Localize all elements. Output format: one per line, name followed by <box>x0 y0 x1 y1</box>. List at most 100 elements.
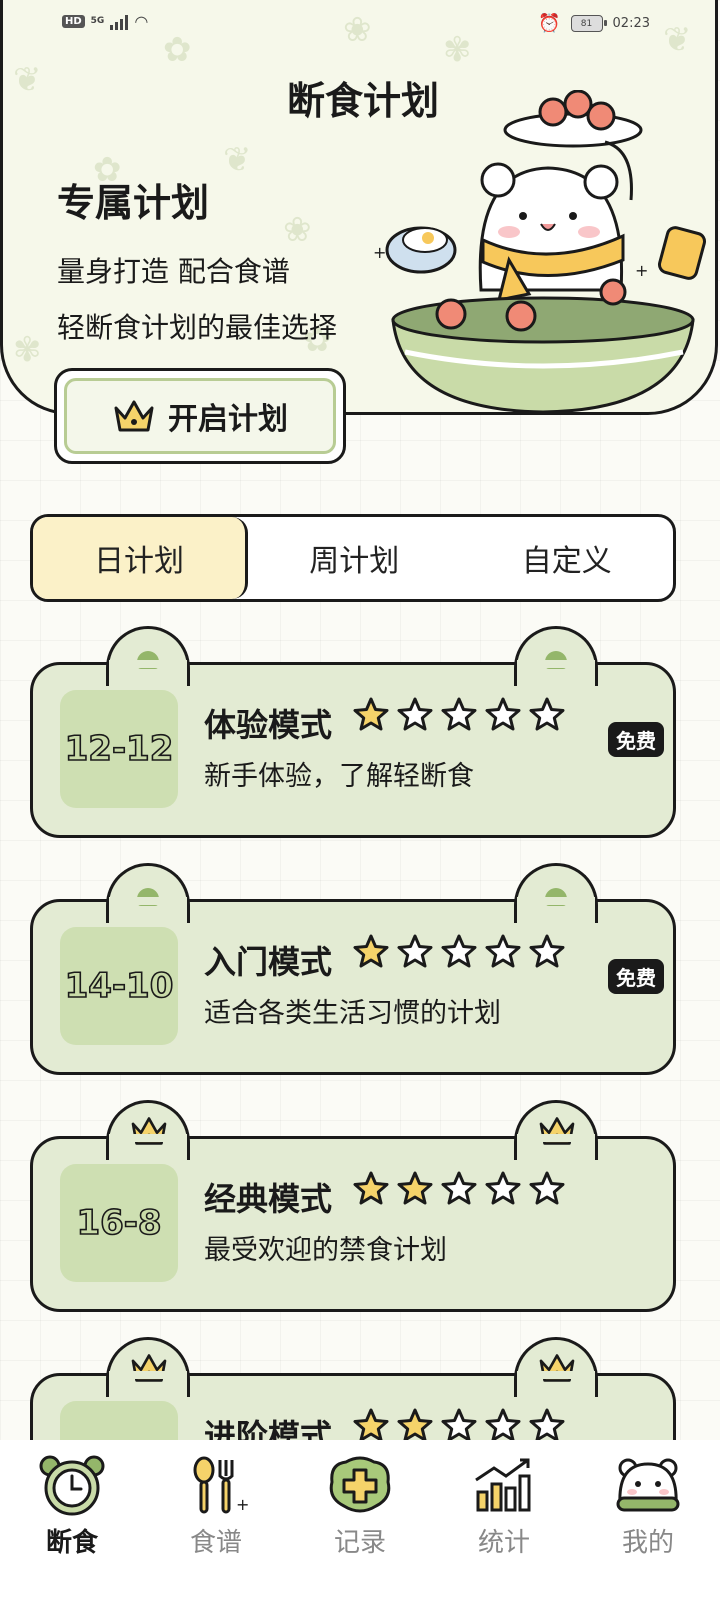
page-title: 断食计划 <box>286 78 439 123</box>
star-filled-icon <box>352 1407 390 1447</box>
nav-item-records[interactable]: 记录 <box>288 1440 432 1600</box>
svg-text:+: + <box>635 261 648 280</box>
doodle-icon: ❀ <box>343 10 372 50</box>
star-filled-icon <box>396 1170 434 1210</box>
bar-chart-icon <box>475 1458 531 1512</box>
doodle-icon: ❦ <box>223 140 252 180</box>
wifi-icon: ◠ <box>134 12 149 31</box>
star-empty-icon <box>528 696 566 736</box>
plan-ratio: 12-12 <box>60 690 178 808</box>
tab-daily-plan[interactable]: 日计划 <box>33 517 248 599</box>
card-tab-bump <box>106 626 190 686</box>
plan-ratio: 16-8 <box>60 1164 178 1282</box>
card-tab-bump <box>106 1337 190 1397</box>
free-badge: 免费 <box>608 722 664 757</box>
plan-card-classic[interactable]: 16-8 经典模式 最受欢迎的禁食计划 <box>30 1100 676 1312</box>
card-tab-bump <box>514 626 598 686</box>
plan-desc: 适合各类生活习惯的计划 <box>204 998 501 1029</box>
bear-bowl-illustration: + + <box>373 90 707 412</box>
card-tab-bump <box>106 863 190 923</box>
star-filled-icon <box>352 696 390 736</box>
bear-avatar-icon <box>616 1458 680 1512</box>
difficulty-stars <box>352 696 566 736</box>
nav-label: 记录 <box>333 1528 386 1558</box>
doodle-icon: ✾ <box>443 30 472 70</box>
plan-type-tabs: 日计划 周计划 自定义 <box>30 514 676 602</box>
utensils-icon: + <box>193 1456 249 1514</box>
plan-card-experience[interactable]: 12-12 体验模式 新手体验，了解轻断食 免费 <box>30 626 676 838</box>
star-empty-icon <box>484 933 522 973</box>
plan-desc: 最受欢迎的禁食计划 <box>204 1235 447 1266</box>
plus-cross-icon <box>329 1456 391 1513</box>
doodle-icon: ✿ <box>303 320 332 360</box>
doodle-icon: ❀ <box>283 210 312 250</box>
plan-name: 经典模式 <box>204 1180 333 1218</box>
hd-badge: HD <box>62 15 85 28</box>
star-empty-icon <box>484 1407 522 1447</box>
doodle-icon: ✿ <box>93 150 122 190</box>
star-empty-icon <box>528 933 566 973</box>
crown-icon <box>129 1352 169 1388</box>
doodle-icon: ❦ <box>663 20 692 60</box>
start-plan-button[interactable]: 开启计划 <box>54 368 346 464</box>
star-empty-icon <box>484 1170 522 1210</box>
alarm-clock-icon <box>39 1455 105 1516</box>
tagline-line-1: 量身打造 配合食谱 <box>57 255 290 288</box>
free-badge: 免费 <box>608 959 664 994</box>
tab-weekly-plan[interactable]: 周计划 <box>309 544 400 579</box>
svg-text:+: + <box>236 1495 249 1514</box>
star-empty-icon <box>396 933 434 973</box>
difficulty-stars <box>352 1407 566 1447</box>
star-empty-icon <box>528 1170 566 1210</box>
bottom-nav: 断食 + 食谱 记录 统计 <box>0 1440 720 1600</box>
crown-icon <box>537 1352 577 1388</box>
card-tab-bump <box>514 1337 598 1397</box>
nav-label: 统计 <box>477 1528 530 1558</box>
svg-text:+: + <box>373 243 386 262</box>
doodle-icon: ❦ <box>13 60 42 100</box>
star-empty-icon <box>484 696 522 736</box>
star-filled-icon <box>352 1170 390 1210</box>
star-empty-icon <box>440 1407 478 1447</box>
card-tab-bump <box>514 863 598 923</box>
alarm-icon: ⏰ <box>538 13 561 34</box>
star-empty-icon <box>528 1407 566 1447</box>
status-time: 02:23 <box>612 16 650 31</box>
nav-item-fasting[interactable]: 断食 <box>0 1440 144 1600</box>
card-tab-bump <box>106 1100 190 1160</box>
plan-card-beginner[interactable]: 14-10 入门模式 适合各类生活习惯的计划 免费 <box>30 863 676 1075</box>
status-bar: HD 5G ◠ ⏰ 81 02:23 <box>0 0 720 48</box>
difficulty-stars <box>352 1170 566 1210</box>
difficulty-stars <box>352 933 566 973</box>
star-filled-icon <box>352 933 390 973</box>
header-subtitle: 专属计划 <box>57 180 210 225</box>
crown-icon <box>537 1115 577 1151</box>
nav-label: 断食 <box>45 1528 98 1558</box>
header-panel: ❦ ✿ ❀ ✾ ❦ ✿ ❀ ✾ ❦ ✿ <box>0 0 718 415</box>
signal-icon <box>110 14 129 30</box>
star-empty-icon <box>440 933 478 973</box>
plan-desc: 新手体验，了解轻断食 <box>204 761 474 792</box>
doodle-icon: ✾ <box>13 330 42 370</box>
start-plan-label: 开启计划 <box>168 402 288 437</box>
nav-item-profile[interactable]: 我的 <box>576 1440 720 1600</box>
star-filled-icon <box>396 1407 434 1447</box>
star-empty-icon <box>440 1170 478 1210</box>
nav-item-statistics[interactable]: 统计 <box>432 1440 576 1600</box>
crown-icon <box>114 400 154 432</box>
network-type: 5G <box>90 16 105 26</box>
card-tab-bump <box>514 1100 598 1160</box>
plan-name: 入门模式 <box>204 943 333 981</box>
plan-ratio: 14-10 <box>60 927 178 1045</box>
doodle-icon: ✿ <box>163 30 192 70</box>
plan-name: 体验模式 <box>204 706 333 744</box>
battery-icon: 81 <box>570 15 607 32</box>
nav-label: 食谱 <box>189 1528 242 1558</box>
star-empty-icon <box>396 696 434 736</box>
star-empty-icon <box>440 696 478 736</box>
nav-item-recipes[interactable]: + 食谱 <box>144 1440 288 1600</box>
crown-icon <box>129 1115 169 1151</box>
tagline-line-2: 轻断食计划的最佳选择 <box>57 311 338 344</box>
tab-custom[interactable]: 自定义 <box>521 544 612 579</box>
nav-label: 我的 <box>621 1528 674 1558</box>
